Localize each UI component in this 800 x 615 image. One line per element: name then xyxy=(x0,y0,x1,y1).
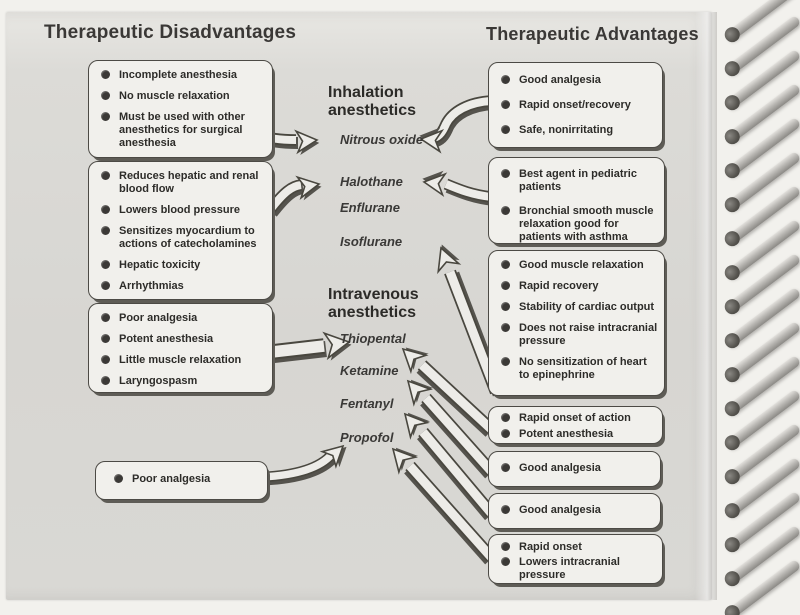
advantages-box-isoflurane: Good muscle relaxation Rapid recovery St… xyxy=(488,250,665,396)
arrow-advantage-fentanyl xyxy=(403,412,496,521)
arrow-disadvantage-halothane xyxy=(265,175,322,217)
list-item: Good analgesia xyxy=(501,462,654,475)
list-item: Poor analgesia xyxy=(101,312,266,325)
list-item: Poor analgesia xyxy=(114,473,261,486)
list-item: Stability of cardiac output xyxy=(501,301,658,314)
intravenous-heading: Intravenous anesthetics xyxy=(328,286,419,321)
page-right-edge xyxy=(695,12,717,600)
list-item: No muscle relaxation xyxy=(101,90,266,103)
bullet-icon xyxy=(101,70,110,79)
disadvantages-box-thiopental: Poor analgesia Potent anesthesia Little … xyxy=(88,303,273,393)
list-item: Arrhythmias xyxy=(101,280,266,293)
list-item: Reduces hepatic and renal blood flow xyxy=(101,170,266,196)
arrow-advantage-nitrous-oxide xyxy=(419,95,495,154)
advantages-box-fentanyl: Good analgesia xyxy=(488,493,661,529)
list-item: Lowers intracranial pressure xyxy=(501,556,656,582)
arrow-advantage-ketamine xyxy=(406,379,496,479)
advantages-box-nitrous-oxide: Good analgesia Rapid onset/recovery Safe… xyxy=(488,62,663,148)
drug-fentanyl: Fentanyl xyxy=(340,396,394,411)
drug-halothane: Halothane xyxy=(340,174,403,189)
list-item: Best agent in pediatric patients xyxy=(501,168,658,194)
advantages-box-ketamine: Good analgesia xyxy=(488,451,661,487)
list-item: Must be used with other anesthetics for … xyxy=(101,111,266,150)
spiral-binding xyxy=(695,0,800,615)
advantages-title: Therapeutic Advantages xyxy=(486,24,699,44)
arrow-advantage-thiopental xyxy=(401,347,496,437)
bullet-icon xyxy=(101,225,110,235)
bullet-icon xyxy=(101,204,110,214)
bullet-icon xyxy=(501,356,510,366)
list-item: Good analgesia xyxy=(501,74,656,87)
list-item: Rapid recovery xyxy=(501,280,658,293)
bullet-icon xyxy=(501,75,510,84)
drug-isoflurane: Isoflurane xyxy=(340,234,403,249)
disadvantages-box-nitrous-oxide: Incomplete anesthesia No muscle relaxati… xyxy=(88,60,273,158)
bullet-icon xyxy=(101,333,110,343)
bullet-icon xyxy=(501,322,510,332)
bullet-icon xyxy=(101,259,110,269)
advantages-box-propofol: Rapid onset Lowers intracranial pressure xyxy=(488,534,663,584)
list-item: Good muscle relaxation xyxy=(501,259,658,272)
list-item: Laryngospasm xyxy=(101,375,266,388)
disadvantages-box-halothane: Reduces hepatic and renal blood flow Low… xyxy=(88,161,273,300)
list-item: Rapid onset xyxy=(501,541,656,554)
bullet-icon xyxy=(101,375,110,385)
drug-thiopental: Thiopental xyxy=(340,331,406,346)
bullet-icon xyxy=(501,99,510,109)
bullet-icon xyxy=(501,124,510,134)
list-item: Hepatic toxicity xyxy=(101,259,266,272)
list-item: Bronchial smooth muscle relaxation good … xyxy=(501,205,658,244)
bullet-icon xyxy=(501,413,510,422)
list-item: Potent anesthesia xyxy=(501,428,656,441)
bullet-icon xyxy=(501,301,510,311)
bullet-icon xyxy=(101,354,110,364)
bullet-icon xyxy=(501,505,510,514)
spiral-coil-icon xyxy=(724,558,800,615)
list-item: No sensitization of heart to epinephrine xyxy=(501,356,658,382)
list-item: Rapid onset of action xyxy=(501,412,656,425)
bullet-icon xyxy=(101,313,110,322)
advantages-box-thiopental: Rapid onset of action Potent anesthesia xyxy=(488,406,663,444)
drug-enflurane: Enflurane xyxy=(340,200,400,215)
list-item: Rapid onset/recovery xyxy=(501,99,656,112)
list-item: Potent anesthesia xyxy=(101,333,266,346)
inhalation-heading: Inhalation anesthetics xyxy=(328,84,417,119)
bullet-icon xyxy=(501,428,510,438)
list-item: Good analgesia xyxy=(501,504,654,517)
drug-propofol: Propofol xyxy=(340,430,394,445)
bullet-icon xyxy=(114,474,123,483)
drug-ketamine: Ketamine xyxy=(340,363,399,378)
bullet-icon xyxy=(501,260,510,269)
list-item: Does not raise intracranial pressure xyxy=(501,322,658,348)
list-item: Sensitizes myocardium to actions of cate… xyxy=(101,225,266,251)
bullet-icon xyxy=(501,542,510,551)
arrow-disadvantage-thiopental xyxy=(271,331,352,363)
bullet-icon xyxy=(501,205,510,215)
bullet-icon xyxy=(101,90,110,100)
arrow-advantage-propofol xyxy=(391,447,496,565)
disadvantages-box-propofol: Poor analgesia xyxy=(95,461,268,500)
bullet-icon xyxy=(501,280,510,290)
list-item: Little muscle relaxation xyxy=(101,354,266,367)
bullet-icon xyxy=(101,280,110,290)
bullet-icon xyxy=(501,169,510,178)
list-item: Incomplete anesthesia xyxy=(101,69,266,82)
list-item: Safe, nonirritating xyxy=(501,124,656,137)
disadvantages-title: Therapeutic Disadvantages xyxy=(44,22,297,43)
arrow-advantage-halothane xyxy=(422,170,495,206)
bullet-icon xyxy=(501,463,510,472)
bullet-icon xyxy=(501,556,510,566)
bullet-icon xyxy=(101,111,110,121)
list-item: Lowers blood pressure xyxy=(101,204,266,217)
drug-nitrous-oxide: Nitrous oxide xyxy=(340,132,424,147)
bullet-icon xyxy=(101,171,110,180)
arrow-disadvantage-propofol xyxy=(261,444,347,486)
advantages-box-halothane: Best agent in pediatric patients Bronchi… xyxy=(488,157,665,244)
